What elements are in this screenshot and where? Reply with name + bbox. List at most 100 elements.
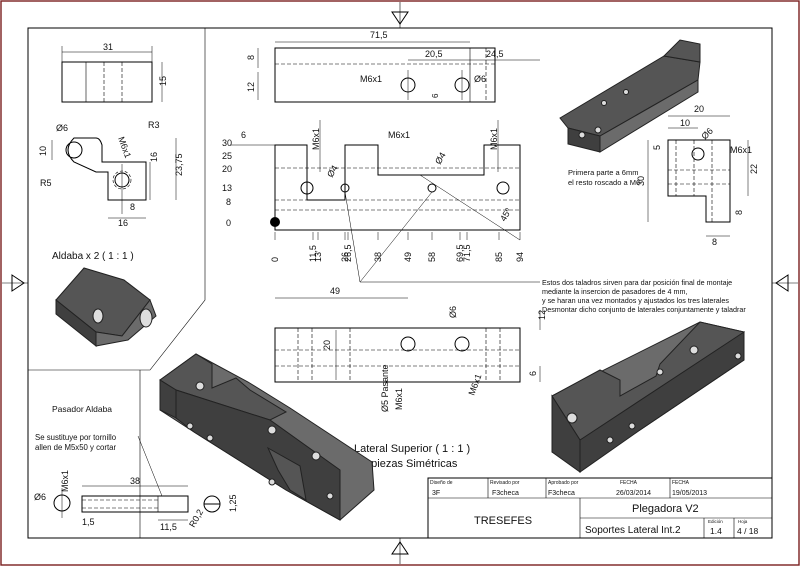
- lateral-bottom-view: 49 Ø6 12 20 6 Ø5 Pasante M6x1 M6x1: [274, 286, 547, 412]
- dim-24-5: 24,5: [486, 49, 504, 59]
- h-disenio: Diseño de: [430, 480, 453, 486]
- dim-16b: 16: [118, 218, 128, 228]
- company-name: TRESEFES: [474, 515, 532, 527]
- svg-text:Estos dos taladros sirven para: Estos dos taladros sirven para dar posic…: [542, 278, 732, 287]
- lateral-top-view: 71,5 20,5 24,5 8 12 6 M6x1 Ø6: [246, 30, 540, 103]
- pasador-m6x1: M6x1: [60, 470, 70, 492]
- h-edicion: Edición: [708, 519, 723, 524]
- aprobado-value: F3checa: [548, 490, 575, 497]
- svg-text:mediante la insercion de pasad: mediante la insercion de pasadores de 4 …: [542, 287, 687, 296]
- dim-12: 12: [537, 310, 547, 320]
- m6x1-a: M6x1: [394, 388, 404, 410]
- svg-text:Desmontar dicho conjunto de la: Desmontar dicho conjunto de laterales co…: [542, 305, 746, 314]
- y-25: 25: [222, 151, 232, 161]
- dim-6: 6: [528, 371, 538, 376]
- dim-m6x1: M6x1: [116, 135, 133, 159]
- pasador-phi6: Ø6: [34, 492, 46, 502]
- hoja-value: 4 / 18: [737, 526, 759, 536]
- dim-8: 8: [130, 202, 135, 212]
- fecha-value: 19/05/2013: [672, 490, 707, 497]
- phi4-b: Ø4: [433, 151, 448, 166]
- dim-r3: R3: [148, 120, 160, 130]
- angle-45: 45º: [498, 206, 514, 223]
- m6x1-c: M6x1: [489, 128, 499, 150]
- disenio-value: 3F: [432, 490, 440, 497]
- aldaba-caption: Aldaba x 2 ( 1 : 1 ): [52, 251, 134, 262]
- lateral-3d-top: [559, 39, 701, 153]
- lateral-caption-sub: 2 piezas Simétricas: [362, 458, 458, 470]
- front-x-label: 49: [403, 252, 413, 262]
- dim-phi6: Ø6: [474, 74, 486, 84]
- y-13: 13: [222, 183, 232, 193]
- dim-10: 10: [680, 118, 690, 128]
- front-x-label: 26: [340, 252, 350, 262]
- front-x-label: 71,5: [462, 244, 472, 262]
- pasador-1-25: 1,25: [228, 494, 238, 512]
- dim-49: 49: [330, 286, 340, 296]
- front-x-label: 26,5: [343, 244, 353, 262]
- aldaba-top-view: 31 15: [61, 42, 168, 103]
- dim-m6x1: M6x1: [360, 74, 382, 84]
- lateral-front-view: 30 25 20 13 8 0 6 M6x1 M6x1 M6x1 Ø4 Ø4 4…: [222, 120, 525, 262]
- front-x-label: 11,5: [308, 245, 318, 262]
- dim-6: 6: [431, 93, 440, 98]
- pasador-note-1: Se sustituye por tornillo: [35, 433, 117, 442]
- dim-30: 30: [636, 176, 646, 186]
- fecha-rev-value: 26/03/2014: [616, 490, 651, 497]
- h-fecha2: FECHA: [672, 480, 690, 486]
- right-note-1: Primera parte a 6mm: [568, 168, 638, 177]
- front-x-label: 38: [373, 252, 383, 262]
- m6x1-b: M6x1: [466, 373, 483, 397]
- front-x-label: 13: [313, 252, 323, 262]
- dim-phi6: Ø6: [448, 306, 458, 318]
- h-fecha: FECHA: [620, 480, 638, 486]
- phi4-a: Ø4: [325, 164, 340, 179]
- lateral-3d-left: [159, 353, 375, 521]
- m6x1-b: M6x1: [388, 130, 410, 140]
- revisado-value: F3checa: [492, 490, 519, 497]
- pasador-r0-2: R0,2: [187, 508, 205, 529]
- aldaba-3d: [55, 267, 157, 348]
- pasador-note-2: allen de M5x50 y cortar: [35, 443, 116, 452]
- assembly-note: Estos dos taladros sirven para dar posic…: [344, 191, 746, 314]
- lateral-right-view: 20 10 Ø6 M6x1 5 30 22 8 8 Primera parte …: [568, 104, 759, 247]
- y-20: 20: [222, 164, 232, 174]
- edicion-value: 1.4: [710, 526, 722, 536]
- svg-text:y se haran una vez montados y: y se haran una vez montados y ajustados …: [542, 296, 729, 305]
- dim-23-75: 23,75: [174, 153, 184, 176]
- dim-8: 8: [246, 55, 256, 60]
- y-30: 30: [222, 138, 232, 148]
- dim-20-5: 20,5: [425, 49, 443, 59]
- dim-20: 20: [322, 340, 332, 350]
- project-name: Plegadora V2: [632, 503, 699, 515]
- front-x-label: 94: [515, 252, 525, 262]
- pasador-title: Pasador Aldaba: [52, 404, 112, 414]
- front-x-label: 69,5: [455, 244, 465, 262]
- dim-16: 16: [149, 152, 159, 162]
- pasante-label: Ø5 Pasante: [380, 364, 390, 412]
- aldaba-front-view: Ø6 R3 10 R5 M6x1 16 23,75 8 16: [38, 120, 184, 228]
- m6x1-a: M6x1: [311, 128, 321, 150]
- lateral-caption: Lateral Superior ( 1 : 1 ): [354, 443, 470, 455]
- pasador-drawing: Pasador Aldaba Se sustituye por tornillo…: [34, 404, 238, 532]
- right-note-2: el resto roscado a M6: [568, 178, 640, 187]
- dim-m6x1: M6x1: [730, 145, 752, 155]
- dim-15: 15: [158, 76, 168, 86]
- dim-31: 31: [103, 42, 113, 52]
- dim-phi6: Ø6: [699, 126, 715, 142]
- part-name: Soportes Lateral Int.2: [585, 525, 681, 536]
- h-hoja: Hoja: [738, 519, 748, 524]
- dim-10: 10: [38, 146, 48, 156]
- y-8: 8: [226, 197, 231, 207]
- dim-71-5: 71,5: [370, 30, 388, 40]
- region-separator-left: [28, 28, 206, 371]
- front-x-label: 85: [494, 252, 504, 262]
- dim-12: 12: [246, 82, 256, 92]
- lateral-3d-right: [551, 321, 746, 473]
- h-aprobado: Aprobado por: [548, 480, 579, 486]
- dim-22: 22: [749, 164, 759, 174]
